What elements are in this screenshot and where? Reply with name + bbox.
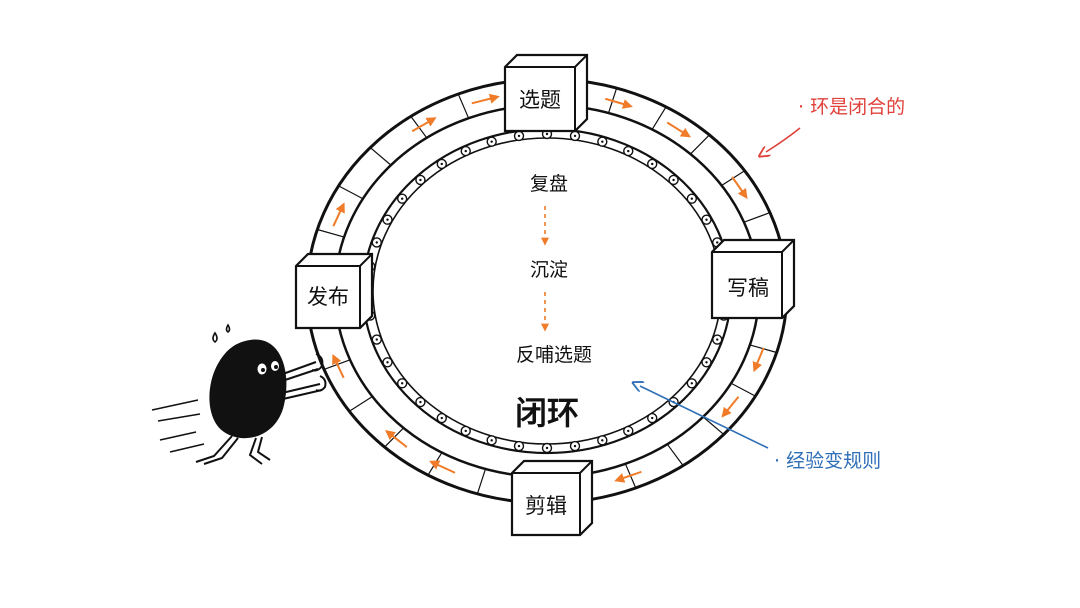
ring-roller-axle [440,416,443,420]
ring-roller-axle [690,197,694,200]
belt-arrow [721,396,740,418]
ring-roller-axle [517,444,521,448]
belt-arrow [411,117,437,133]
ring-roller-axle [573,134,577,138]
belt-arrow [604,97,633,109]
flow-step-review: 复盘 [530,173,568,195]
ring-segment-line [476,468,487,495]
annotation-blue-arrow [640,386,769,449]
belt-arrow [332,353,345,379]
ring-roller-axle [672,178,675,182]
sweat-drops [212,323,231,344]
ring-roller-axle [440,162,443,166]
ring-roller-axle [464,149,467,153]
ring-roller-axle [419,400,422,404]
belt-arrow [666,121,691,138]
ring-roller-axle [690,382,694,385]
ring-segment-line [730,382,756,397]
ring-roller-axle [490,439,493,442]
annotation-experience-rules-text: · 经验变规则 [774,450,881,472]
ring-roller-axle [627,429,630,433]
annotation-experience-rules: · 经验变规则 [640,386,881,472]
annotation-loop-closed-text: · 环是闭合的 [798,96,905,118]
stage-label-topic: 选题 [519,88,561,112]
center-title: 闭环 [515,394,579,432]
stage-box-write: 写稿 [710,238,796,320]
belt-arrow [752,347,765,373]
belt-arrow [614,470,642,483]
annotation-red-arrow [766,127,801,152]
ring-segment-line [743,212,771,223]
ring-roller-axle [601,439,604,442]
ring-segment-line [457,93,470,119]
ring-segment-line [666,443,684,466]
stage-label-edit: 剪辑 [525,494,567,518]
ring-segment-line [349,396,373,412]
stage-box-publish: 发布 [294,252,374,330]
character-legs [195,435,271,465]
ring-roller-axle [386,218,389,221]
ring-roller-axle [400,197,404,200]
ring-roller-axle [545,446,549,450]
ring-roller-axle [419,178,422,182]
ring-roller-axle [716,241,719,244]
ring-segment-line [369,147,392,166]
belt-arrow [429,460,456,474]
ring-roller-axle [464,429,467,433]
ring-roller-axle [651,162,654,166]
ring-roller-axle [627,149,630,153]
character-eyes [257,361,279,375]
stage-label-write: 写稿 [727,276,769,300]
belt-arrow [385,429,408,448]
ring-roller-axle [375,338,378,341]
flow-step-distill: 沉淀 [530,259,568,281]
speed-lines [151,399,205,453]
belt-arrow [471,93,500,105]
ring-roller-axle [490,140,493,143]
character-arms [279,353,327,400]
ring-roller-axle [517,134,521,138]
ring-roller-axle [386,361,389,364]
ring-segment-line [651,106,667,130]
ring-segment-line [338,185,364,200]
ring-roller-axle [716,338,719,341]
ring-roller-axle [375,241,378,244]
ring-roller-axle [400,382,404,385]
ring-roller-axle [545,132,549,136]
ring-segment-line [702,416,725,435]
ring-roller-axle [573,444,577,448]
belt-arrow [731,176,748,199]
ring-segment-line [690,134,710,155]
ring-roller-axle [651,416,654,420]
annotation-loop-closed: · 环是闭合的 [766,96,905,152]
stage-box-topic: 选题 [503,53,589,133]
ring-roller-axle [705,361,708,364]
belt-arrow [332,202,345,227]
pushing-character [151,323,327,465]
stage-box-edit: 剪辑 [510,459,594,537]
center-flow: 复盘 沉淀 反哺选题 闭环 [515,173,592,432]
stage-label-publish: 发布 [307,285,349,309]
ring-roller-axle [705,218,708,221]
ring-segment-line [317,228,345,238]
ring-roller-axle [601,140,604,143]
flow-step-feedback: 反哺选题 [516,344,592,366]
character-body [209,339,287,439]
